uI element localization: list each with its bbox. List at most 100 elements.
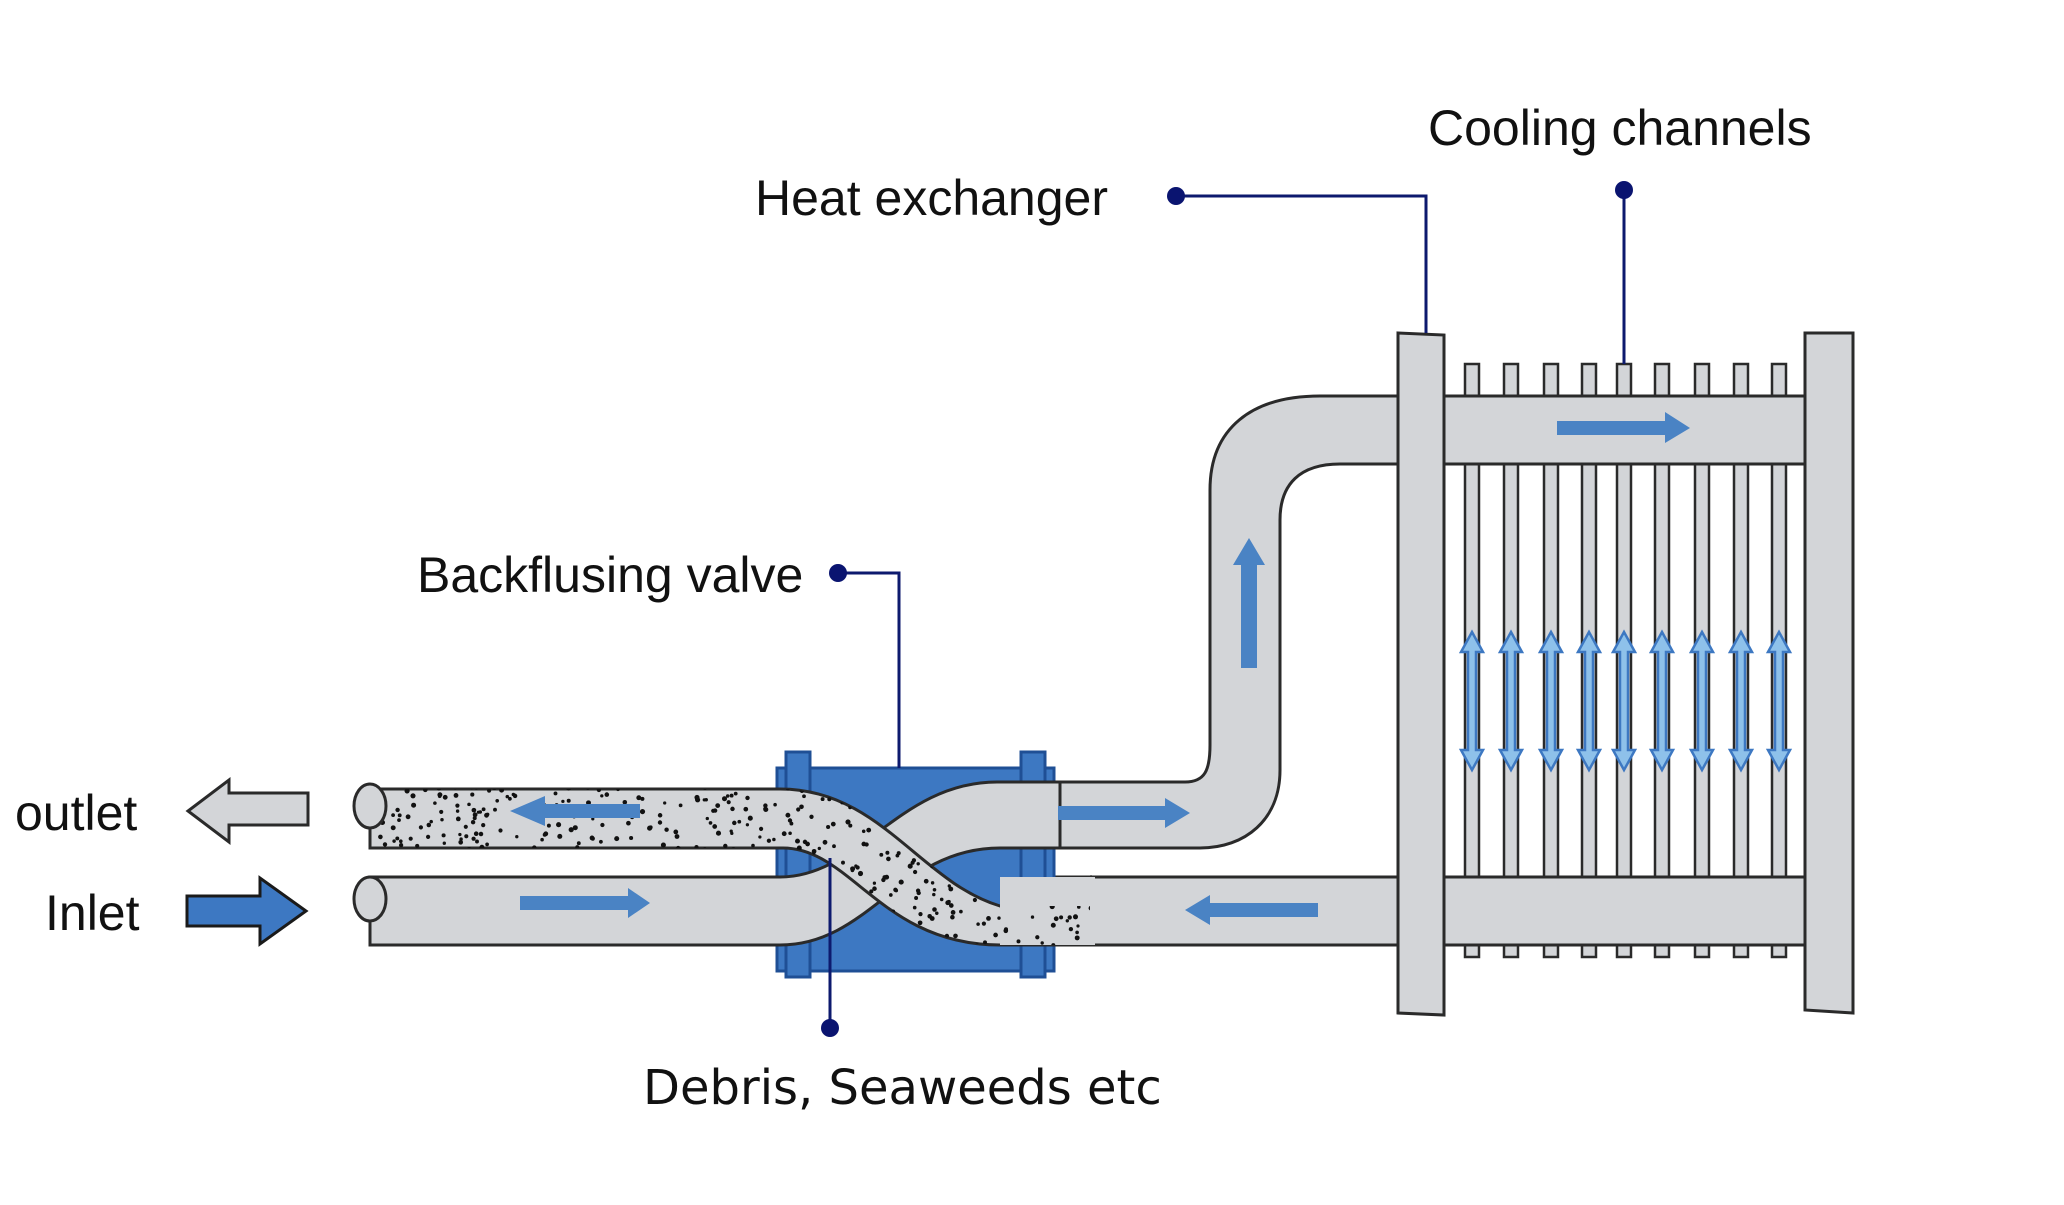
debris-dot	[381, 866, 386, 871]
debris-dot	[817, 846, 821, 851]
debris-dot	[745, 823, 750, 827]
debris-dot	[910, 860, 915, 865]
debris-dot	[747, 815, 753, 821]
debris-dot	[557, 833, 563, 839]
tube-top-stub	[1693, 362, 1711, 400]
debris-dot	[1065, 919, 1069, 923]
debris-dot	[660, 842, 666, 848]
debris-dot	[495, 799, 500, 803]
debris-dot	[478, 810, 483, 814]
debris-dot	[475, 839, 479, 844]
debris-dot	[478, 831, 484, 837]
debris-dot	[555, 857, 561, 863]
debris-dot	[795, 838, 800, 844]
debris-dot	[576, 856, 581, 862]
debris-dot	[715, 830, 722, 836]
debris-dot	[735, 852, 740, 857]
debris-dot	[976, 922, 980, 926]
debris-dot	[923, 878, 929, 884]
tube-top-stub	[1542, 362, 1560, 400]
debris-dot	[604, 792, 610, 797]
debris-dot	[378, 863, 383, 868]
debris-dot	[484, 812, 489, 818]
debris-dot	[596, 789, 602, 793]
debris-dot	[591, 817, 595, 821]
debris-dot	[953, 933, 958, 939]
debris-dot	[932, 888, 937, 892]
debris-dot	[391, 813, 395, 817]
debris-dot	[1069, 856, 1074, 860]
debris-dot	[626, 820, 631, 826]
debris-dot	[1089, 861, 1090, 867]
debris-dot	[932, 907, 937, 912]
debris-dot	[442, 794, 448, 800]
debris-dot	[464, 855, 470, 861]
debris-dot	[848, 823, 853, 828]
channel-double-arrow	[1688, 629, 1716, 773]
inlet-arrow-icon	[185, 875, 309, 947]
debris-dot	[456, 861, 461, 866]
flow-arrow-inlet-right	[520, 888, 650, 918]
debris-dot	[857, 870, 864, 877]
debris-dot	[471, 836, 476, 841]
debris-dot	[916, 862, 920, 866]
debris-dot	[440, 817, 444, 822]
debris-dot	[735, 855, 740, 861]
debris-dot	[939, 897, 944, 902]
channel-double-arrow	[1727, 629, 1755, 773]
debris-dot	[395, 807, 400, 813]
debris-dot	[442, 841, 446, 845]
debris-dot	[759, 826, 764, 831]
debris-dot	[411, 802, 417, 808]
debris-dot	[437, 792, 443, 798]
debris-dot	[399, 853, 404, 859]
debris-dot	[404, 789, 410, 794]
debris-dot	[830, 821, 836, 827]
debris-dot	[542, 832, 547, 837]
debris-dot	[415, 843, 420, 848]
debris-dot	[935, 911, 939, 916]
debris-dot	[751, 843, 755, 848]
debris-dot	[399, 839, 403, 843]
tube-top-stub	[1463, 362, 1481, 400]
debris-dot	[885, 850, 890, 855]
debris-dot	[1069, 868, 1073, 872]
debris-dot	[785, 789, 790, 791]
debris-dot	[948, 886, 954, 892]
debris-dot	[769, 865, 774, 871]
debris-dot	[470, 819, 476, 825]
debris-dot	[912, 905, 917, 910]
flow-arrow-top-header-right	[1557, 412, 1690, 443]
debris-dot	[916, 890, 921, 896]
outlet-arrow-icon	[185, 776, 310, 846]
leader-dot-cooling-channels	[1615, 181, 1633, 199]
debris-dot	[945, 900, 951, 906]
debris-dot	[879, 852, 884, 857]
leader-lines	[828, 190, 1626, 1028]
debris-dot	[498, 828, 503, 833]
debris-dot	[785, 812, 791, 818]
debris-dot	[445, 864, 449, 869]
debris-dot	[799, 804, 804, 810]
heat-exchanger-right-plate	[1803, 331, 1855, 1015]
debris-dot	[986, 916, 991, 921]
label-backflushing-valve: Backflusing valve	[417, 547, 804, 603]
debris-dot	[640, 796, 645, 801]
debris-dot	[514, 852, 519, 857]
debris-dot	[886, 856, 891, 862]
debris-dot	[515, 835, 519, 839]
debris-dot	[1053, 916, 1059, 922]
debris-dot	[616, 789, 620, 792]
debris-dot	[470, 792, 475, 797]
debris-dot	[630, 869, 634, 873]
debris-dot	[417, 865, 421, 869]
debris-dot	[950, 910, 956, 915]
debris-dot	[855, 865, 860, 870]
debris-dot	[429, 819, 433, 824]
channel-double-arrow	[1537, 629, 1565, 773]
debris-dot	[629, 835, 634, 841]
debris-dot	[895, 853, 900, 858]
debris-dot	[493, 807, 497, 812]
debris-dot	[590, 836, 595, 841]
